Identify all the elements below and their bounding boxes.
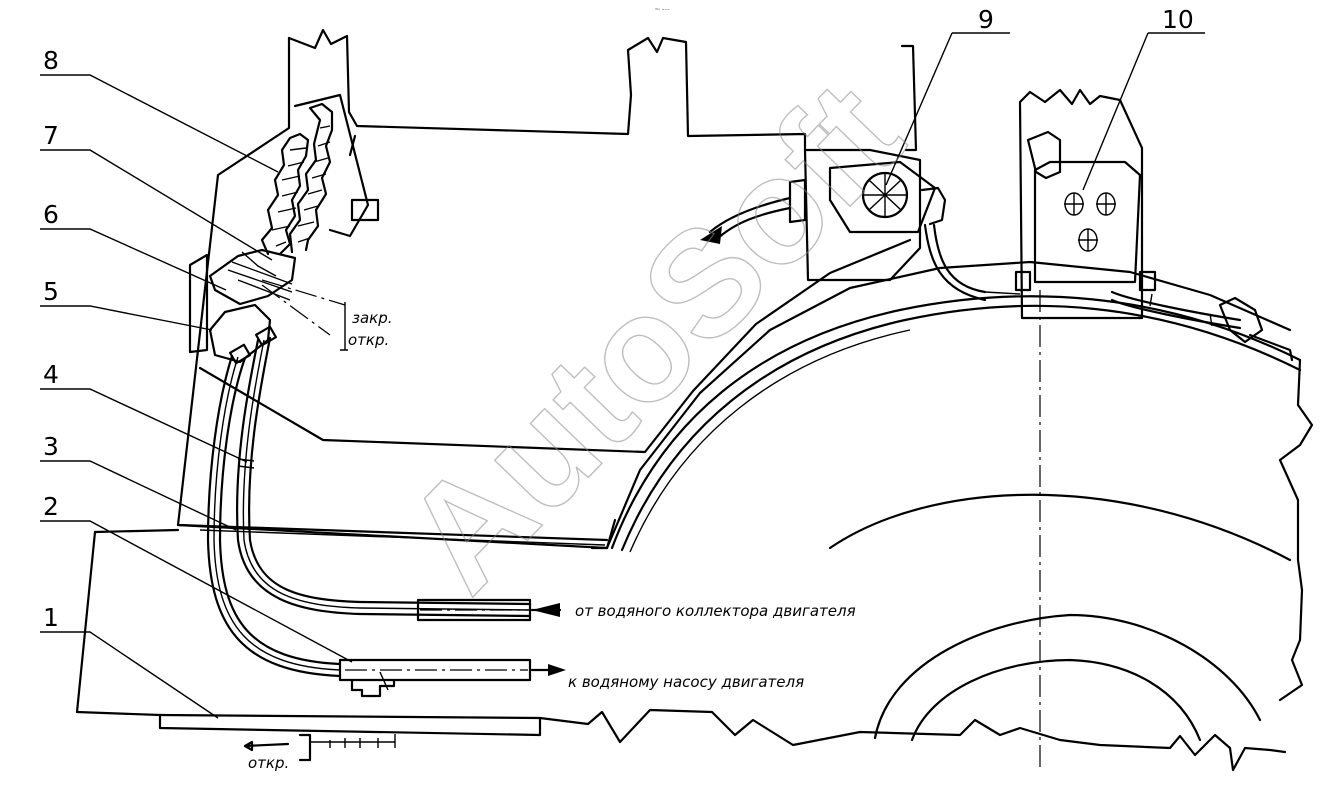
callout-2: 2 <box>43 492 59 521</box>
heater-hoses <box>206 336 566 698</box>
annotations: от водяного коллектора двигателя к водян… <box>248 309 856 772</box>
leader-lines <box>40 32 1205 719</box>
callout-10: 10 <box>1162 5 1194 34</box>
callout-5: 5 <box>43 277 59 306</box>
heater-valve <box>208 303 278 365</box>
label-closed: закр. <box>352 309 393 327</box>
header-mark: ᵂᵒ ⁼⁼⁼ <box>655 8 670 14</box>
air-bellows <box>260 93 380 256</box>
label-open-valve: откр. <box>348 331 389 349</box>
fender <box>610 290 1314 770</box>
callout-7: 7 <box>43 121 59 150</box>
expansion-tank <box>984 88 1294 362</box>
cab-outline <box>176 28 1292 550</box>
blower-fan <box>700 148 987 302</box>
callout-3: 3 <box>43 432 59 461</box>
callout-numbers: 1 2 3 4 5 6 7 8 9 10 <box>43 5 1194 632</box>
label-from-collector: от водяного коллектора двигателя <box>575 602 856 620</box>
callout-1: 1 <box>43 603 59 632</box>
label-to-pump: к водяному насосу двигателя <box>568 673 804 691</box>
callout-6: 6 <box>43 200 59 229</box>
callout-9: 9 <box>978 5 994 34</box>
callout-8: 8 <box>43 46 59 75</box>
distributor <box>208 248 348 351</box>
callout-4: 4 <box>43 360 59 389</box>
label-open-bottom: откр. <box>248 754 289 772</box>
